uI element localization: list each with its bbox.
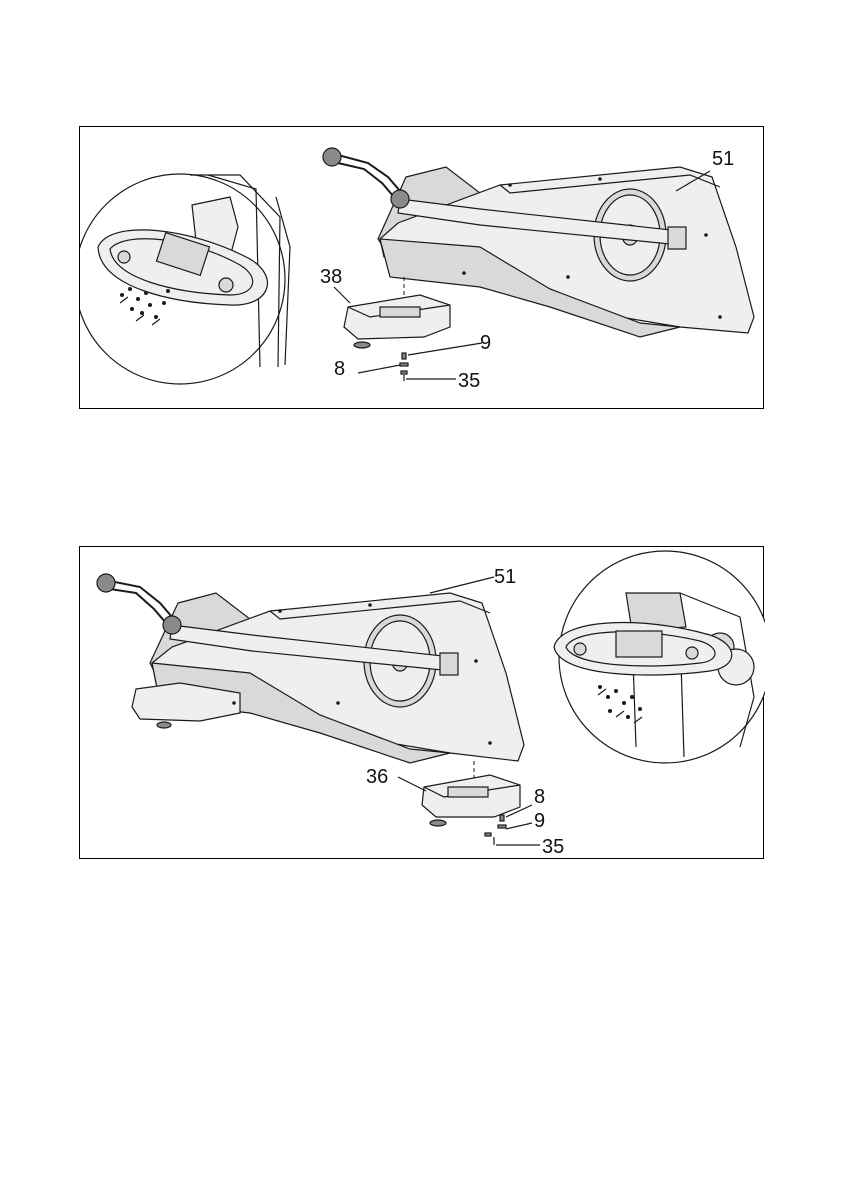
callout-35: 35 (458, 370, 480, 392)
callout-8: 8 (534, 786, 545, 808)
callout-38: 38 (320, 266, 342, 288)
assembly-figure-rear-stabilizer: 51 38 9 8 35 (79, 126, 764, 409)
figure-1-drawing: 51 38 9 8 35 (80, 127, 765, 410)
figure-2-drawing: 51 36 8 9 35 (80, 547, 765, 860)
callout-9: 9 (480, 332, 491, 354)
callout-51: 51 (712, 148, 734, 170)
callout-51: 51 (494, 566, 516, 588)
detail-magnifier-rear (80, 174, 290, 384)
callout-9: 9 (534, 810, 545, 832)
callout-8: 8 (334, 358, 345, 380)
callout-35: 35 (542, 836, 564, 858)
detail-magnifier-front (554, 551, 765, 763)
hardware-stack (400, 353, 408, 381)
assembly-figure-front-stabilizer: 51 36 8 9 35 (79, 546, 764, 859)
hardware-stack (485, 815, 506, 845)
machine-drawing (323, 148, 754, 381)
callout-36: 36 (366, 766, 388, 788)
machine-drawing (97, 574, 540, 845)
